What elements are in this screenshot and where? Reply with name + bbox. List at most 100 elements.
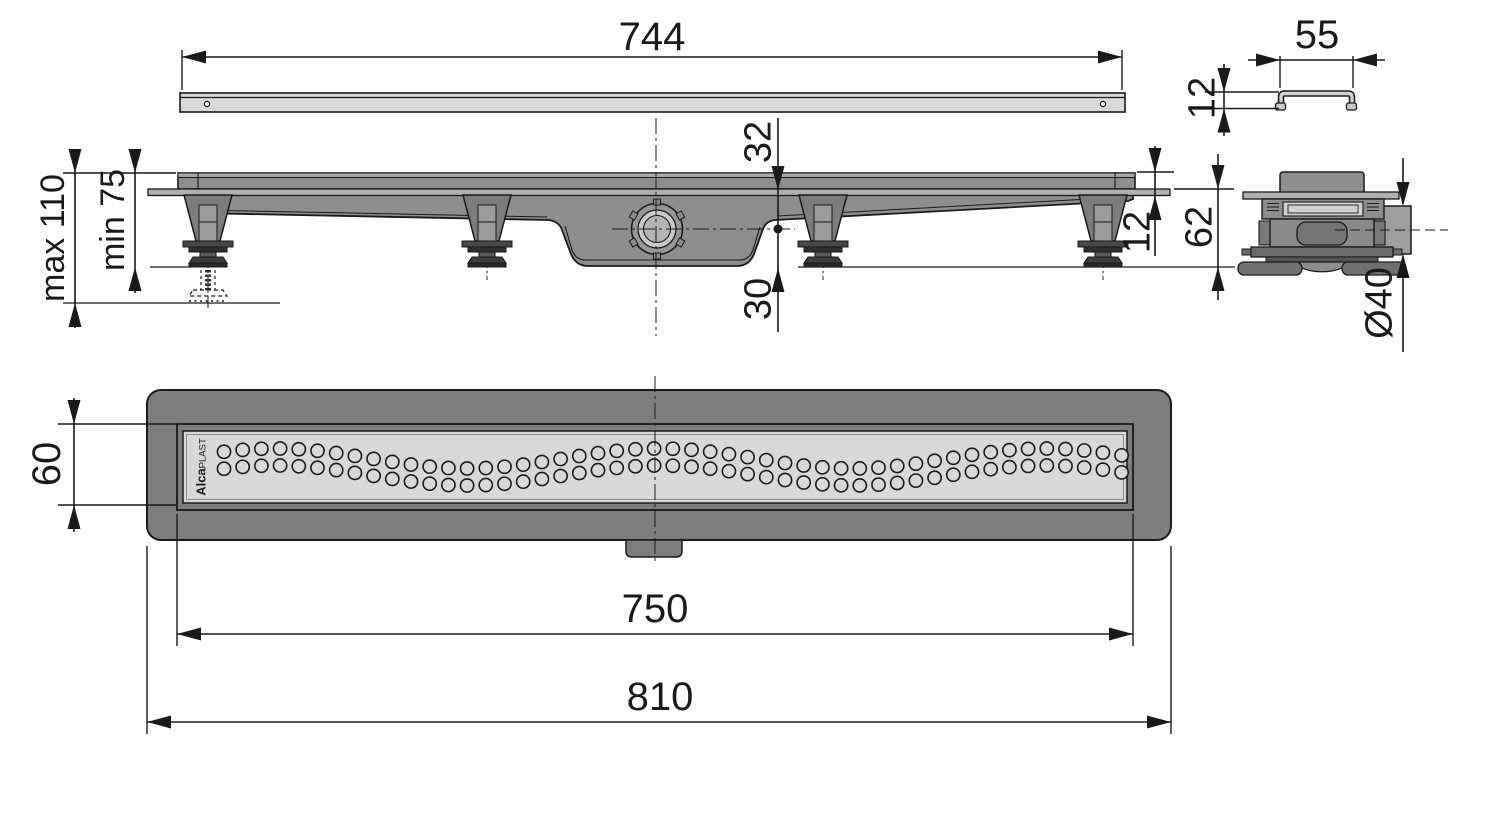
perforation-hole	[497, 476, 512, 492]
side-elevation-view	[147, 118, 1171, 336]
grate-hole-right	[1099, 100, 1107, 108]
perforation-hole	[1058, 441, 1073, 457]
drain-perforation-pattern	[216, 441, 1129, 493]
leg-foot	[1083, 256, 1123, 264]
perforation-hole	[796, 475, 812, 490]
leg-foot	[803, 256, 843, 264]
dimension-arrowhead	[1109, 627, 1133, 641]
dimension-arrowhead	[1148, 196, 1162, 220]
perforation-hole	[1114, 464, 1129, 480]
grate-bar	[179, 92, 1126, 113]
perforation-hole	[366, 468, 381, 484]
perforation-hole	[384, 471, 400, 487]
dimension-arrowhead	[1148, 148, 1162, 172]
dim-reference-dot	[773, 224, 783, 234]
dim-max110-label: max 110	[34, 174, 72, 302]
perforation-hole	[1076, 443, 1092, 458]
perforation-hole	[702, 461, 718, 477]
perforation-hole	[758, 469, 774, 485]
perforation-hole	[833, 477, 849, 493]
flange-tab	[675, 237, 686, 248]
leg-stem	[814, 251, 832, 258]
plan-view: AlcaPLAST	[146, 376, 1172, 562]
dim-12-profile-label: 12	[1181, 77, 1223, 119]
dim-32-label: 32	[737, 121, 779, 163]
leg-foot	[467, 256, 507, 264]
leg-nut	[467, 246, 507, 253]
dimension-arrowhead	[182, 50, 206, 64]
perforation-hole	[1039, 458, 1055, 473]
dimension-arrowhead	[67, 505, 81, 529]
leg-stem	[199, 251, 217, 258]
perforation-hole	[609, 460, 625, 476]
dimension-arrowhead	[1211, 165, 1225, 189]
grate-cap	[1279, 171, 1365, 195]
leg-spindle	[813, 204, 833, 242]
leg-foot	[188, 256, 228, 264]
dimension-arrowhead	[1396, 182, 1410, 206]
plan-view-dimensions: 60 750 810	[25, 398, 1172, 734]
perforation-hole	[291, 441, 307, 457]
leg-spindle	[198, 204, 218, 242]
perforation-hole	[235, 459, 251, 475]
side-elevation-dimensions: max 110 min 75 32 30 12 62	[34, 118, 1235, 332]
adjustable-leg	[182, 194, 234, 310]
thread-dash	[205, 283, 211, 286]
dim-55-label: 55	[1295, 13, 1340, 57]
perforation-hole	[459, 461, 475, 476]
dimension-arrowhead	[1396, 254, 1410, 278]
perforation-hole	[291, 458, 307, 474]
perforation-hole	[478, 460, 494, 476]
dimension-arrowhead	[68, 149, 82, 173]
end-foot-left	[1237, 261, 1303, 276]
thread-dash	[205, 288, 211, 291]
perforation-hole	[964, 447, 980, 463]
grate-hole-left	[203, 100, 211, 108]
perforation-hole	[721, 446, 737, 462]
perforation-hole	[1095, 445, 1111, 461]
leg-spindle	[1093, 204, 1113, 242]
perforation-hole	[571, 448, 587, 464]
flange-tab	[653, 198, 661, 206]
perforation-hole	[815, 476, 830, 492]
dimension-arrowhead	[1147, 715, 1171, 729]
perforation-hole	[1020, 441, 1036, 457]
thread-dash	[205, 274, 211, 277]
extended-foot-dashed	[187, 289, 229, 297]
dimension-arrowhead	[1211, 267, 1225, 291]
perforation-hole	[871, 460, 886, 476]
perforation-hole	[590, 445, 606, 461]
perforation-hole	[403, 474, 419, 489]
perforation-hole	[1039, 441, 1055, 456]
perforation-hole	[964, 464, 980, 480]
perforation-hole	[1002, 459, 1017, 475]
leg-stem	[478, 251, 496, 258]
dim-810-label: 810	[627, 675, 694, 719]
leg-spindle	[477, 204, 497, 242]
dimension-arrowhead	[771, 268, 785, 292]
thread-dash	[205, 279, 211, 282]
adjustable-leg	[797, 194, 849, 280]
dim-62-label: 62	[1178, 206, 1220, 248]
dimension-arrowhead	[68, 303, 82, 327]
perforation-hole	[628, 458, 643, 474]
perforation-hole	[852, 461, 868, 476]
perforation-hole	[945, 450, 961, 466]
perforation-hole	[889, 458, 905, 474]
perforation-hole	[253, 458, 269, 474]
perforation-hole	[908, 456, 924, 472]
end-body-slot-inner	[1287, 204, 1359, 214]
flange-tab	[653, 252, 661, 260]
grate-profile-view: 55 12	[1181, 13, 1385, 136]
perforation-hole	[459, 478, 475, 493]
perforation-hole	[216, 444, 232, 460]
end-view: Ø40	[1237, 158, 1448, 352]
perforation-hole	[347, 448, 363, 464]
clamp-tab-left	[1241, 248, 1252, 256]
perforation-hole	[534, 454, 550, 470]
leg-foot-base	[188, 262, 228, 268]
dimension-arrowhead	[128, 267, 142, 291]
perforation-hole	[833, 460, 849, 476]
perforation-hole	[497, 459, 512, 475]
